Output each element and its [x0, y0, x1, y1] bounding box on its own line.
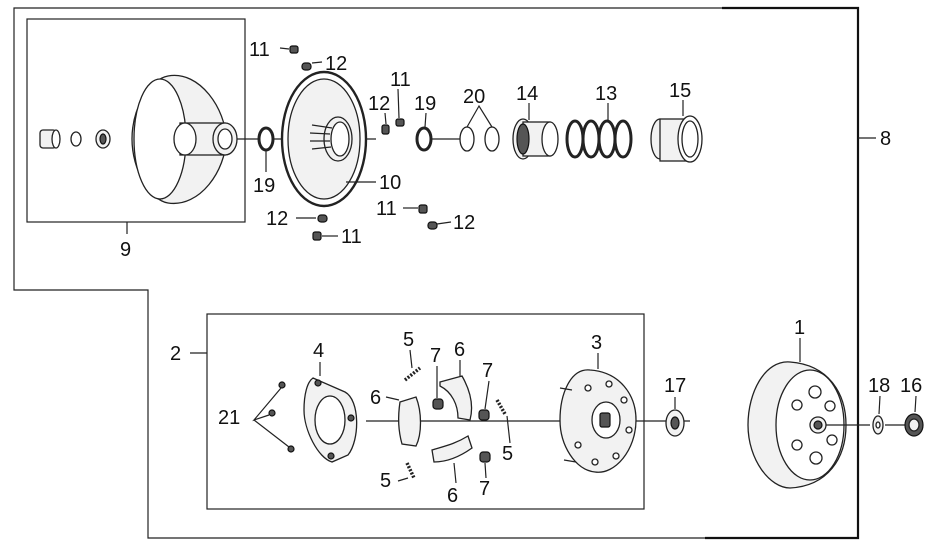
callout-12-top: 12 — [325, 53, 347, 75]
clutch-shoe-6-top-part — [439, 375, 473, 421]
collar-14-part — [512, 118, 559, 160]
oring-20b-part — [484, 126, 500, 152]
movable-sheave-10-part — [280, 70, 368, 208]
callout-16: 16 — [900, 375, 922, 397]
callout-7-top-right: 7 — [482, 360, 493, 382]
callout-9: 9 — [120, 239, 131, 261]
clutch-shoe-6-left-part — [398, 396, 422, 447]
callout-5-bottom: 5 — [380, 470, 391, 492]
callout-19-right: 19 — [414, 93, 436, 115]
callout-6-bottom: 6 — [447, 485, 458, 507]
bearing-part — [95, 129, 111, 149]
callout-7-top-left: 7 — [430, 345, 441, 367]
callout-12-bottom-right: 12 — [453, 212, 475, 234]
callout-6-top: 6 — [454, 339, 465, 361]
nut-17-part — [665, 409, 685, 437]
callout-8: 8 — [880, 128, 891, 150]
callout-5-right: 5 — [502, 443, 513, 465]
callout-11-bottom-right: 11 — [376, 198, 397, 220]
oring-part — [70, 131, 82, 147]
clutch-plate-4-part — [303, 377, 358, 463]
callout-2: 2 — [170, 343, 181, 365]
clutch-shoe-6-bottom-part — [431, 435, 473, 463]
callout-11-mid: 11 — [390, 69, 411, 91]
callout-19-left: 19 — [253, 175, 275, 197]
callout-5-top: 5 — [403, 329, 414, 351]
washer-18-part — [872, 415, 884, 435]
callout-20: 20 — [463, 86, 485, 108]
callout-7-bottom: 7 — [479, 478, 490, 500]
callout-14: 14 — [516, 83, 538, 105]
dampers-7-part — [432, 398, 491, 463]
drive-plate-3-part — [559, 369, 637, 473]
leader-lines — [265, 47, 917, 484]
assembly-8-boundary — [13, 6, 876, 540]
nut-16-part — [904, 413, 924, 437]
assembly-9-box — [26, 18, 246, 223]
callout-17: 17 — [664, 375, 686, 397]
small-parts-group — [289, 45, 438, 241]
spring-seat-15-part — [650, 115, 703, 163]
pins-21-part — [268, 381, 295, 453]
springs-5-part — [403, 366, 507, 479]
callout-12-mid: 12 — [368, 93, 390, 115]
callout-11-top: 11 — [249, 39, 270, 61]
callout-15: 15 — [669, 80, 691, 102]
callout-11-bottom-left: 11 — [341, 226, 362, 248]
oring-20a-part — [459, 126, 475, 152]
oring-19-left-part — [257, 126, 275, 152]
callout-13: 13 — [595, 83, 617, 105]
bushing-part — [39, 129, 61, 149]
spring-13-part — [565, 119, 633, 159]
callout-18: 18 — [868, 375, 890, 397]
assembly-2-box — [206, 313, 645, 510]
callout-4: 4 — [313, 340, 324, 362]
callout-21: 21 — [218, 407, 240, 429]
callout-10: 10 — [379, 172, 401, 194]
fixed-sheave-part — [131, 74, 238, 204]
callout-3: 3 — [591, 332, 602, 354]
callout-12-bottom-left: 12 — [266, 208, 288, 230]
callout-labels: 11 12 11 12 19 20 14 13 15 8 19 10 12 11… — [120, 39, 922, 507]
oring-19-right-part — [415, 126, 433, 152]
callout-6-left: 6 — [370, 387, 381, 409]
clutch-drum-1-part — [747, 361, 847, 489]
callout-1: 1 — [794, 317, 805, 339]
